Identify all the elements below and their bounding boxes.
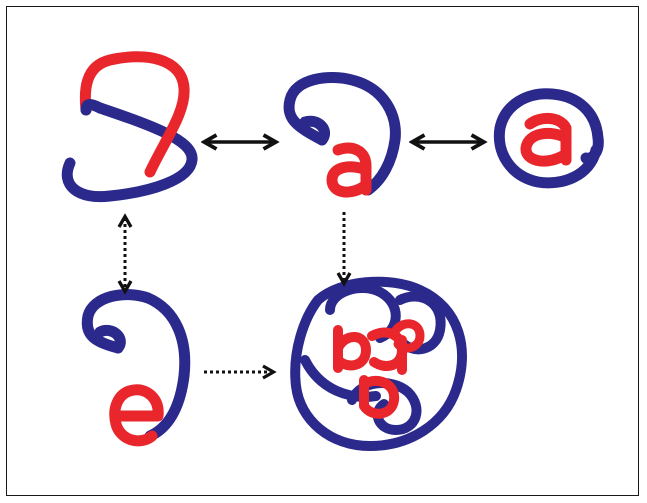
node-b-strand-with-a: [283, 72, 401, 198]
node-e-tangled-knot: [290, 276, 467, 452]
node-a-red-hook: [79, 51, 190, 178]
node-c-blue-ring: [493, 88, 604, 189]
node-a-open-strand: [61, 51, 198, 203]
node-e-blue-outer: [290, 276, 467, 452]
node-b-blue-loop: [283, 72, 401, 196]
node-d-blue-curl: [94, 325, 126, 354]
arrows: [125, 142, 482, 372]
node-a-blue-tail: [61, 102, 198, 203]
node-e-red-b: [359, 375, 400, 419]
node-c-red-a: [520, 113, 572, 167]
node-c-at-sign: [493, 88, 604, 189]
node-b-blue-curl: [299, 115, 331, 146]
node-d-red-e: [109, 384, 164, 447]
node-e-red-loop: [391, 319, 425, 353]
node-d-strand-with-e: [81, 289, 191, 447]
node-a-blue-cross: [80, 99, 106, 116]
node-e-red-d: [333, 325, 371, 373]
node-b-red-a: [326, 142, 372, 198]
node-d-blue-loop: [81, 289, 191, 442]
